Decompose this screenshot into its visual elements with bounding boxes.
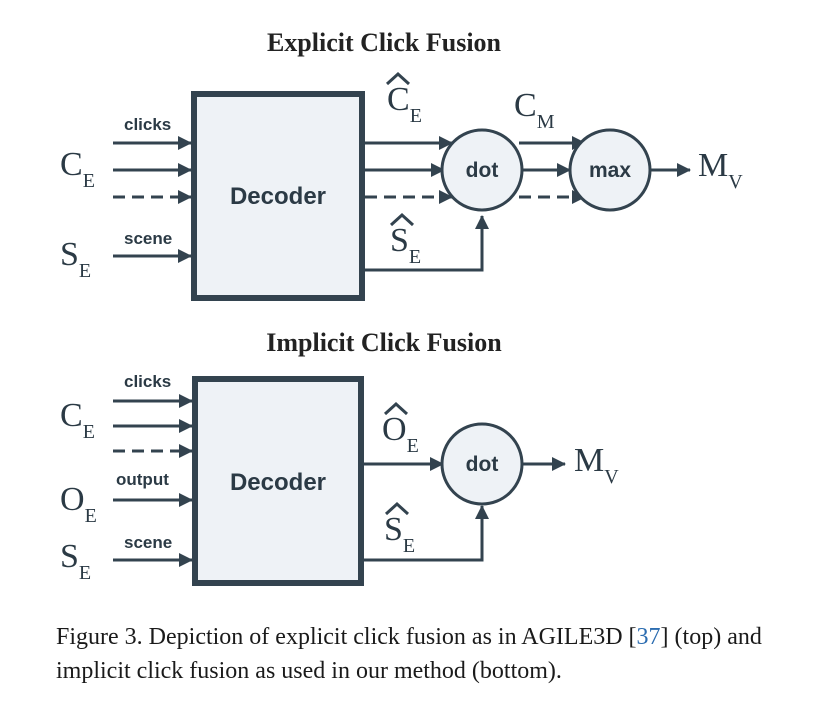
hat-mark xyxy=(385,71,411,86)
decoder-label: Decoder xyxy=(230,183,326,210)
clicks-label: clicks xyxy=(124,372,171,391)
dot-label: dot xyxy=(466,453,499,476)
scene-label: scene xyxy=(124,533,172,552)
hat-mark xyxy=(389,212,415,227)
ce-hat-symbol: CE xyxy=(387,81,422,127)
oe-hat-symbol: OE xyxy=(382,411,419,457)
mv-symbol: MV xyxy=(574,442,619,488)
output-label: output xyxy=(116,470,169,489)
explicit-fusion-panel: Explicit Click Fusion clicks CE scene SE… xyxy=(60,28,743,301)
oe-symbol: OE xyxy=(60,481,97,527)
caption-prefix: Figure 3. Depiction of explicit click fu… xyxy=(56,624,637,650)
explicit-title: Explicit Click Fusion xyxy=(267,28,502,57)
hat-mark xyxy=(383,401,409,416)
citation-link[interactable]: 37 xyxy=(636,624,661,650)
ce-symbol: CE xyxy=(60,397,95,443)
implicit-fusion-panel: Implicit Click Fusion clicks CE output O… xyxy=(60,328,619,586)
se-symbol: SE xyxy=(60,538,91,584)
decoder-box xyxy=(191,91,365,301)
decoder-label: Decoder xyxy=(230,469,326,496)
click-fusion-diagram: Explicit Click Fusion clicks CE scene SE… xyxy=(60,28,743,586)
decoder-box xyxy=(192,376,364,586)
mv-symbol: MV xyxy=(698,147,743,193)
implicit-title: Implicit Click Fusion xyxy=(266,328,502,357)
scene-label: scene xyxy=(124,229,172,248)
dot-label: dot xyxy=(466,159,499,182)
cm-symbol: CM xyxy=(514,87,555,133)
se-hat-arrow xyxy=(365,215,489,272)
se-symbol: SE xyxy=(60,236,91,282)
clicks-label: clicks xyxy=(124,115,171,134)
se-hat-arrow xyxy=(364,505,489,562)
ce-symbol: CE xyxy=(60,146,95,192)
hat-mark xyxy=(384,501,410,516)
se-hat-symbol: SE xyxy=(390,222,421,268)
max-label: max xyxy=(589,159,631,182)
figure-caption: Figure 3. Depiction of explicit click fu… xyxy=(56,620,796,688)
se-hat-symbol: SE xyxy=(384,511,415,557)
caption-suffix: ] (top) and implicit click fusion as use… xyxy=(56,624,762,684)
